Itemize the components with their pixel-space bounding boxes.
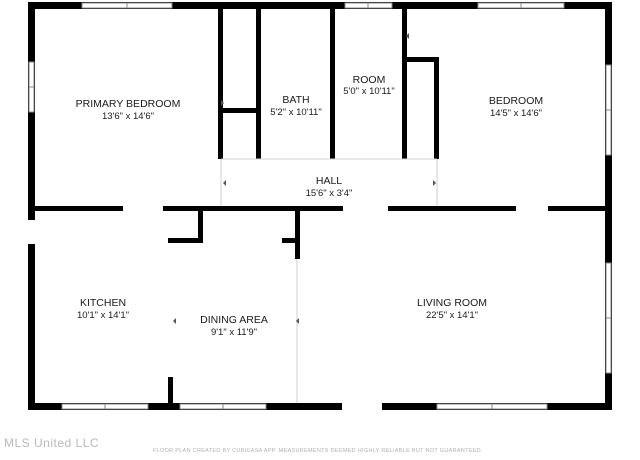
room-dims-primary-bedroom: 13'6" x 14'6" xyxy=(101,111,155,122)
room-name-kitchen: KITCHEN xyxy=(79,297,127,309)
wall-kitchen-stub xyxy=(168,377,173,407)
wall-bedroom-bath xyxy=(218,9,223,159)
wall-bottom xyxy=(28,403,612,410)
wall-top xyxy=(28,2,612,9)
room-dims-bedroom: 14'5" x 14'6" xyxy=(489,108,543,119)
footer-disclaimer: FLOOR PLAN CREATED BY CUBICASA APP. MEAS… xyxy=(153,448,483,454)
room-name-room: ROOM xyxy=(352,74,386,86)
markers xyxy=(173,33,436,324)
wall-pantry-left xyxy=(168,238,200,243)
watermark: MLS United LLC xyxy=(4,436,100,450)
room-dims-bath: 5'2" x 10'11" xyxy=(270,107,322,118)
wall-bedroom-closet-side xyxy=(434,57,439,159)
wall-hall-bottom-d xyxy=(548,206,612,211)
wall-pantry-right xyxy=(282,238,300,243)
wall-dining-living xyxy=(295,209,300,259)
interior-walls xyxy=(28,9,612,407)
wall-room-right xyxy=(402,9,407,159)
room-dims-hall: 15'6" x 3'4" xyxy=(305,188,353,199)
room-dims-living-room: 22'5" x 14'1" xyxy=(425,310,479,321)
room-name-living-room: LIVING ROOM xyxy=(416,297,488,309)
room-dims-kitchen: 10'1" x 14'1" xyxy=(76,310,130,321)
wall-pantry-stub xyxy=(198,209,203,243)
room-dims-dining-area: 9'1" x 11'9" xyxy=(210,327,258,338)
room-dims-room: 5'0" x 10'11" xyxy=(343,86,395,97)
room-name-hall: HALL xyxy=(315,175,343,187)
wall-hall-bottom-a xyxy=(28,206,123,211)
room-name-bath: BATH xyxy=(282,94,310,106)
wall-bath-closet-shelf xyxy=(221,108,258,113)
room-name-primary-bedroom: PRIMARY BEDROOM xyxy=(75,98,181,110)
wall-bath-room xyxy=(330,9,335,159)
wall-hall-bottom-c xyxy=(388,206,516,211)
wall-hall-bottom-b xyxy=(163,206,343,211)
light-lines xyxy=(220,158,438,403)
wall-bedroom-closet-top xyxy=(405,57,439,62)
room-name-bedroom: BEDROOM xyxy=(488,95,544,107)
door-openings xyxy=(27,205,548,411)
wall-bath-left xyxy=(256,9,261,159)
window-mullions xyxy=(29,3,611,409)
room-name-dining-area: DINING AREA xyxy=(200,314,268,326)
